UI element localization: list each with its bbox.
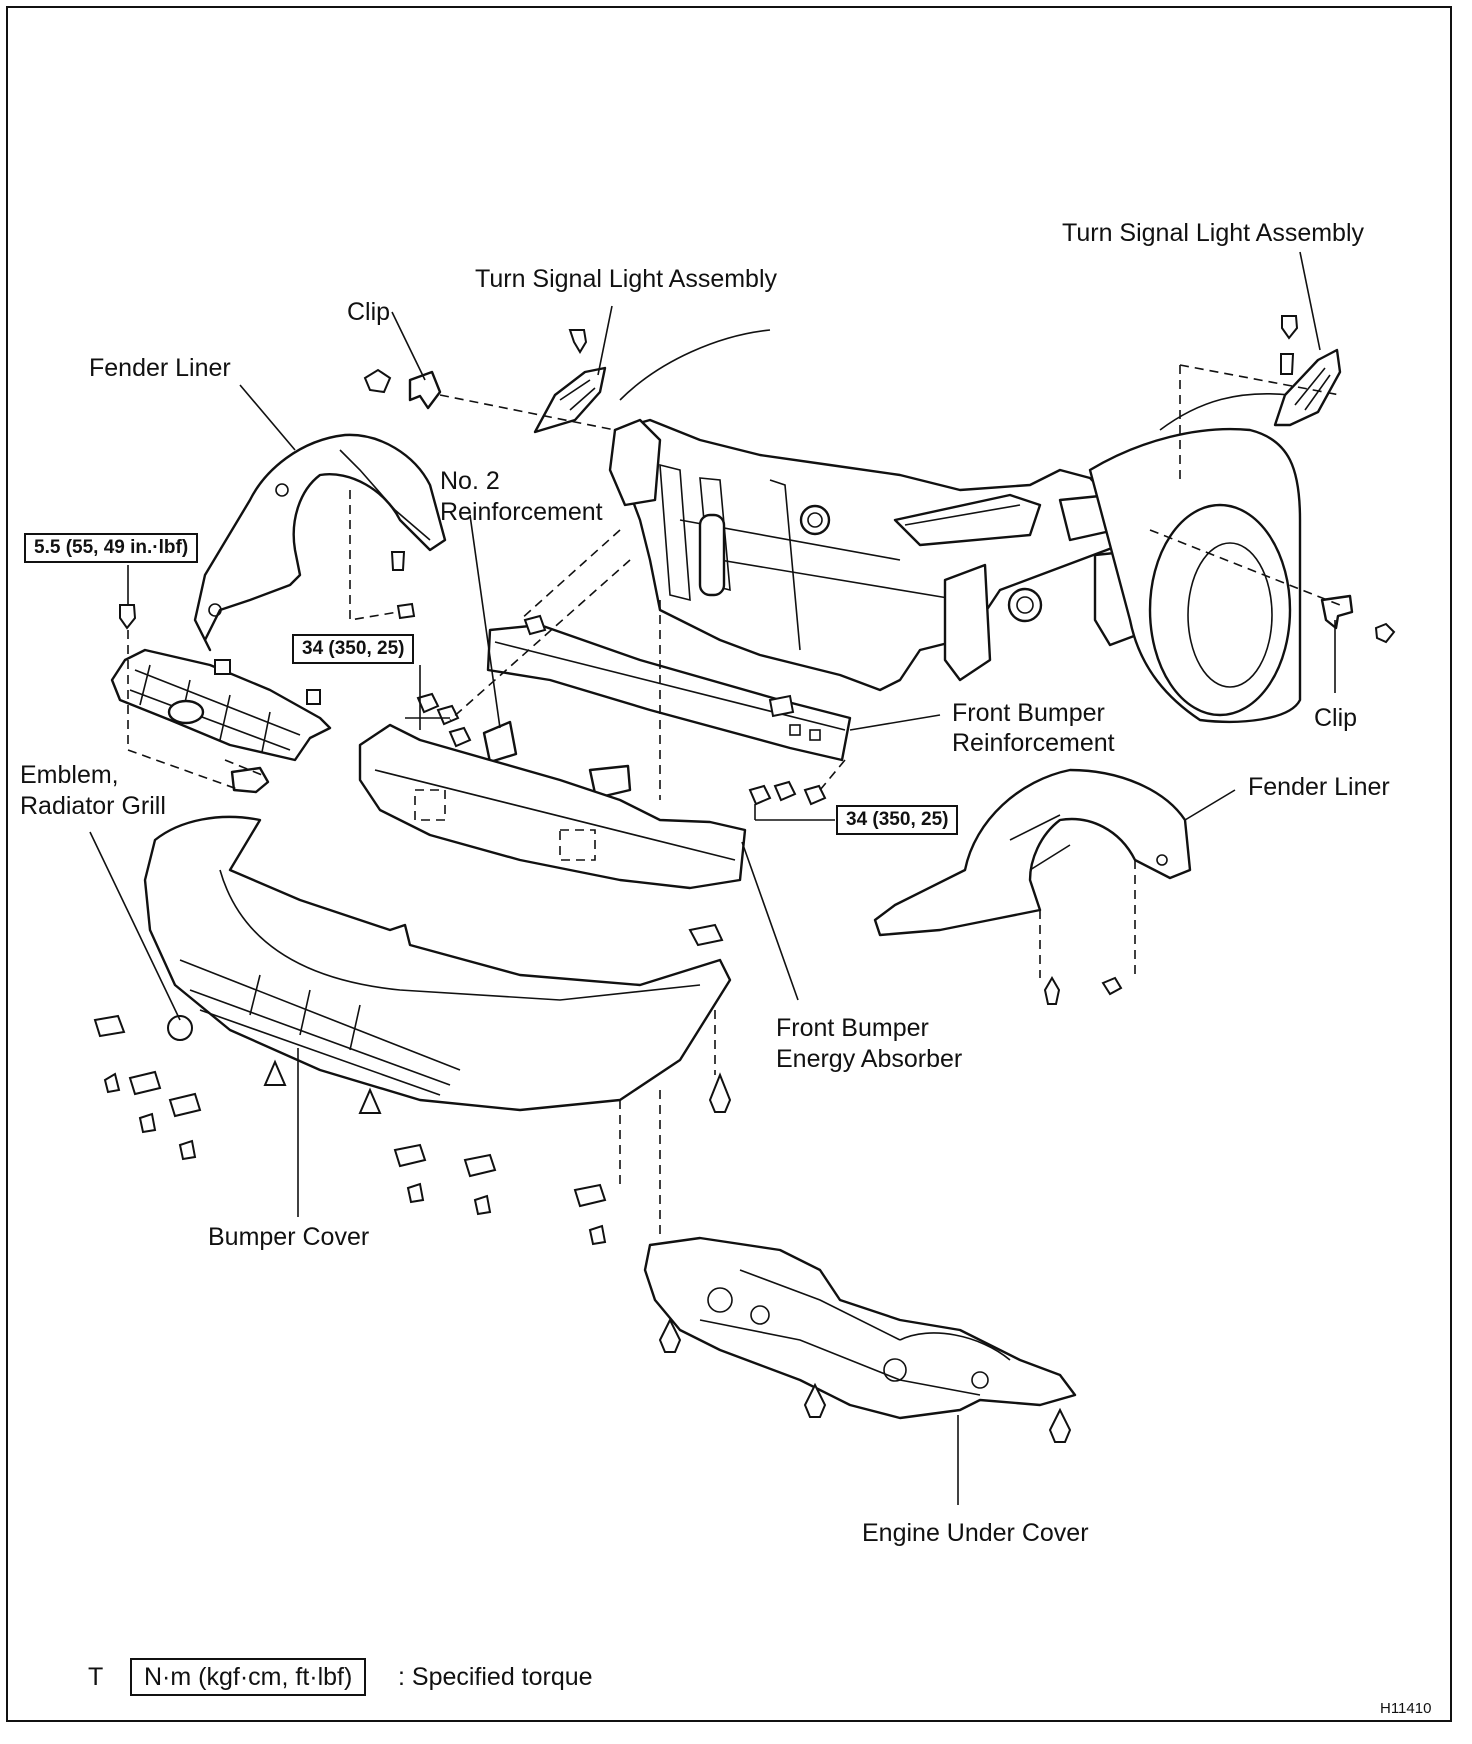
label-clip-left: Clip: [347, 298, 391, 326]
leader-lines: [89, 251, 1336, 1505]
figure-code: H11410: [1380, 1700, 1432, 1717]
label-emblem-line1: Emblem,: [20, 761, 119, 789]
radiator-grille: [110, 604, 332, 794]
vehicle-front-body: [608, 329, 1302, 723]
front-bumper-reinforcement: [486, 614, 852, 762]
legend-symbol: T: [88, 1663, 104, 1691]
label-front-bumper-reinforcement-line1: Front Bumper: [952, 699, 1105, 727]
label-energy-absorber-line1: Front Bumper: [776, 1014, 929, 1042]
label-no2-reinforcement-line2: Reinforcement: [440, 498, 603, 526]
clip-right: [1320, 594, 1396, 644]
alignment-lines: [127, 364, 1341, 1240]
label-turn-signal-light-left: Turn Signal Light Assembly: [475, 265, 778, 293]
label-emblem-line2: Radiator Grill: [20, 792, 166, 820]
engine-under-cover: [643, 1236, 1077, 1420]
fender-liner-left: [193, 433, 447, 652]
fender-liner-right: [873, 768, 1192, 937]
torque-spec-grill: 5.5 (55, 49 in.·lbf): [24, 533, 199, 563]
label-bumper-cover: Bumper Cover: [208, 1223, 370, 1251]
turn-signal-light-left: [533, 329, 607, 434]
no2-reinforcement: [482, 720, 632, 800]
legend-units-box: N·m (kgf·cm, ft·lbf): [130, 1658, 367, 1696]
bumper-cover: [143, 815, 732, 1112]
label-fender-liner-left: Fender Liner: [89, 354, 231, 382]
legend-meaning: : Specified torque: [398, 1663, 593, 1691]
label-energy-absorber-line2: Energy Absorber: [776, 1045, 963, 1073]
torque-spec-reinforcement: 34 (350, 25): [836, 805, 959, 835]
diagram-frame: [6, 6, 1452, 1722]
clip-left: [363, 368, 442, 410]
label-clip-right: Clip: [1314, 704, 1358, 732]
torque-spec-absorber: 34 (350, 25): [292, 634, 415, 664]
label-engine-under-cover: Engine Under Cover: [862, 1519, 1089, 1547]
fasteners: [93, 692, 1123, 1443]
label-front-bumper-reinforcement-line2: Reinforcement: [952, 729, 1115, 757]
front-bumper-energy-absorber: [358, 723, 747, 890]
label-turn-signal-light-right: Turn Signal Light Assembly: [1062, 219, 1365, 247]
label-fender-liner-right: Fender Liner: [1248, 773, 1390, 801]
label-no2-reinforcement-line1: No. 2: [440, 467, 500, 495]
turn-signal-light-right: [1273, 315, 1342, 427]
